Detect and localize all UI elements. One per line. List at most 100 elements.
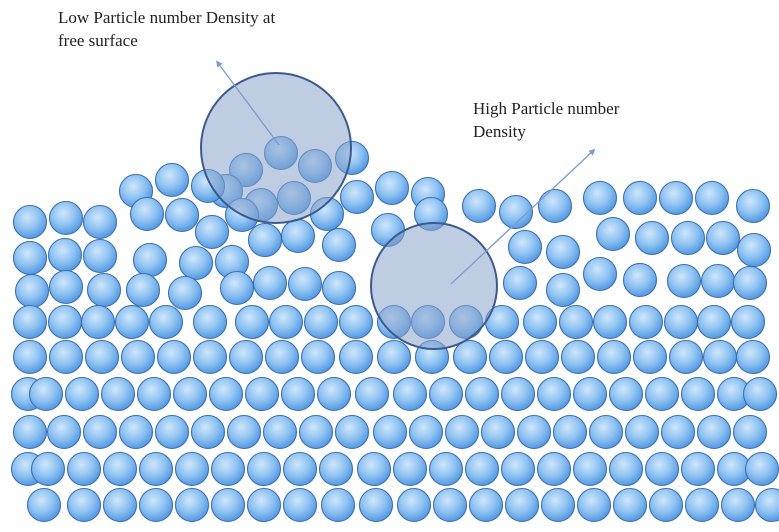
particle-icon	[444, 414, 480, 450]
particle-icon	[628, 304, 664, 340]
particle-icon	[138, 451, 174, 487]
particle-icon	[582, 180, 618, 216]
particle-icon	[252, 265, 288, 301]
particle-icon	[680, 376, 716, 412]
particle-icon	[545, 234, 581, 270]
particle-icon	[100, 376, 136, 412]
particle-icon	[702, 339, 738, 375]
low-density-label-line2: free surface	[58, 31, 138, 51]
particle-icon	[608, 376, 644, 412]
particle-icon	[86, 272, 122, 308]
particle-icon	[300, 339, 336, 375]
particle-icon	[358, 487, 394, 523]
particle-icon	[246, 451, 282, 487]
particle-icon	[148, 304, 184, 340]
particle-icon	[268, 304, 304, 340]
particle-icon	[648, 487, 684, 523]
particle-icon	[736, 232, 772, 268]
particle-icon	[705, 220, 741, 256]
particle-icon	[80, 304, 116, 340]
particle-icon	[26, 487, 62, 523]
particle-icon	[596, 339, 632, 375]
particle-icon	[48, 200, 84, 236]
particle-icon	[428, 451, 464, 487]
particle-icon	[339, 179, 375, 215]
particle-icon	[356, 451, 392, 487]
particle-icon	[592, 304, 628, 340]
particle-icon	[48, 269, 84, 305]
particle-icon	[138, 487, 174, 523]
particle-icon	[552, 414, 588, 450]
particle-icon	[634, 220, 670, 256]
particle-icon	[154, 162, 190, 198]
particle-icon	[524, 339, 560, 375]
particle-icon	[12, 304, 48, 340]
particle-icon	[558, 304, 594, 340]
particle-icon	[174, 487, 210, 523]
particle-icon	[82, 414, 118, 450]
particle-icon	[700, 263, 736, 299]
high-density-label: High Particle number Density	[473, 97, 619, 143]
particle-icon	[392, 376, 428, 412]
particle-icon	[732, 414, 768, 450]
particle-icon	[644, 376, 680, 412]
particle-icon	[318, 451, 354, 487]
particle-icon	[408, 414, 444, 450]
particle-icon	[156, 339, 192, 375]
particle-icon	[582, 256, 618, 292]
particle-icon	[488, 339, 524, 375]
particle-icon	[14, 273, 50, 309]
particle-icon	[522, 304, 558, 340]
particle-icon	[595, 216, 631, 252]
particle-icon	[452, 339, 488, 375]
particle-icon	[102, 451, 138, 487]
particle-icon	[164, 197, 200, 233]
particle-icon	[47, 304, 83, 340]
particle-icon	[464, 376, 500, 412]
particle-icon	[507, 229, 543, 265]
particle-icon	[670, 220, 706, 256]
particle-icon	[66, 487, 102, 523]
particle-icon	[632, 339, 668, 375]
particle-icon	[210, 487, 246, 523]
particle-icon	[612, 487, 648, 523]
particle-icon	[504, 487, 540, 523]
particle-icon	[572, 376, 608, 412]
low-density-label: Low Particle number Density at free surf…	[58, 6, 275, 52]
particle-icon	[66, 451, 102, 487]
particle-icon	[64, 376, 100, 412]
particle-icon	[338, 339, 374, 375]
particle-icon	[30, 451, 66, 487]
particle-icon	[432, 487, 468, 523]
particle-icon	[210, 451, 246, 487]
particle-icon	[536, 451, 572, 487]
particle-icon	[82, 204, 118, 240]
particle-icon	[622, 180, 658, 216]
particle-icon	[502, 265, 538, 301]
particle-icon	[464, 451, 500, 487]
particle-icon	[663, 304, 699, 340]
particle-icon	[172, 376, 208, 412]
particle-icon	[461, 188, 497, 224]
particle-icon	[120, 339, 156, 375]
particle-icon	[192, 339, 228, 375]
particle-icon	[226, 414, 262, 450]
particle-icon	[194, 214, 230, 250]
particle-icon	[666, 263, 702, 299]
particle-icon	[660, 414, 696, 450]
particle-icon	[82, 238, 118, 274]
particle-icon	[694, 180, 730, 216]
particle-icon	[735, 188, 771, 224]
particle-icon	[303, 304, 339, 340]
particle-icon	[720, 487, 756, 523]
particle-icon	[668, 339, 704, 375]
particle-icon	[696, 304, 732, 340]
particle-icon	[262, 414, 298, 450]
particle-icon	[684, 487, 720, 523]
particle-icon	[576, 487, 612, 523]
particle-icon	[129, 196, 165, 232]
particle-icon	[500, 376, 536, 412]
particle-icon	[12, 414, 48, 450]
particle-icon	[190, 414, 226, 450]
